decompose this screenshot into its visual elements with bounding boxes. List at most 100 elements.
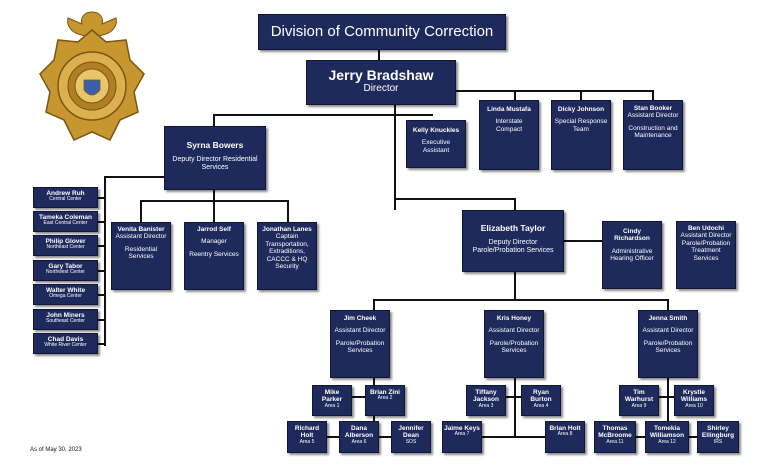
staff-title: Executive Assistant	[421, 139, 451, 154]
area-head-name: Tiffany Jackson	[472, 389, 500, 404]
area-name: Area 7	[454, 431, 470, 438]
center-head-name: Tameka Coleman	[39, 214, 92, 221]
connector-line	[394, 198, 516, 200]
assistant-title: Assistant Director	[334, 327, 386, 335]
division-title: Division of Community Correction	[258, 14, 506, 50]
report-title: Assistant Director	[115, 233, 167, 241]
residential-deputy-box: Syrna Bowers Deputy Director Residential…	[164, 126, 266, 190]
connector-line	[394, 104, 396, 210]
area-head-name: Mike Parker	[321, 389, 343, 404]
connector-line	[98, 197, 106, 199]
staff-name: Stan Booker	[633, 105, 673, 112]
staff-name: Linda Mustafa	[487, 106, 531, 113]
connector-line	[395, 114, 433, 116]
connector-line	[140, 200, 142, 222]
center-name: White River Center	[44, 342, 87, 349]
report-name: Jarrod Self	[197, 226, 231, 233]
area-name: Area 12	[658, 438, 676, 445]
connector-line	[655, 396, 677, 398]
connector-line	[455, 90, 653, 92]
parole-assistant-box: Kris Honey Assistant Director Parole/Pro…	[484, 310, 544, 378]
center-name: Central Center	[49, 196, 82, 203]
area-head-name: Jaime Keys	[444, 425, 480, 432]
parole-assistant-box: Jim Cheek Assistant Director Parole/Prob…	[330, 310, 390, 378]
area-head-name: Krystle Williams	[680, 389, 708, 404]
connector-line	[98, 245, 106, 247]
area-name: Area 5	[299, 438, 315, 445]
area-name: Area 11	[606, 438, 624, 445]
center-head-name: John Miners	[46, 312, 85, 319]
staff-title-2: Construction and Maintenance	[628, 124, 678, 140]
area-head-name: Tomekia Williamson	[649, 425, 685, 440]
area-name: Area 6	[351, 438, 367, 445]
area-head-name: Tim Warhurst	[624, 389, 654, 404]
area-name: Area 9	[631, 402, 647, 409]
connector-line	[514, 198, 516, 210]
director-name: Jerry Bradshaw	[328, 67, 434, 83]
connector-line	[373, 299, 668, 301]
assistant-title-2: Parole/Probation Services	[489, 339, 539, 355]
center-head-name: Gary Tabor	[48, 263, 83, 270]
report-title: Captain Transportation, Extraditions, CA…	[265, 233, 309, 271]
area-head-name: Thomas McBroome	[598, 425, 632, 440]
connector-line	[213, 190, 215, 222]
connector-line	[564, 240, 602, 242]
staff-box-interstate-compact: Linda Mustafa Interstate Compact	[479, 100, 539, 170]
as-of-date: As of May 30, 2023	[30, 447, 82, 453]
assistant-name: Kris Honey	[496, 315, 532, 322]
side-title: Assistant Director	[680, 232, 732, 240]
connector-line	[652, 90, 654, 100]
center-name: Omega Center	[49, 293, 82, 300]
assistant-title: Assistant Director	[642, 327, 694, 335]
parole-assistant-box: Jenna Smith Assistant Director Parole/Pr…	[638, 310, 698, 378]
area-name: Area 3	[478, 402, 494, 409]
staff-title: Special Response Team	[554, 118, 608, 133]
assistant-name: Jenna Smith	[648, 315, 688, 322]
area-head-name: Dana Alberson	[344, 425, 374, 440]
department-badge-logo	[39, 11, 145, 141]
connector-line	[667, 299, 669, 311]
center-head-name: Andrew Ruh	[46, 190, 85, 197]
center-name: Southeast Center	[46, 318, 85, 325]
residential-report-box: Jonathan Lanes Captain Transportation, E…	[257, 222, 317, 290]
connector-line	[580, 90, 582, 100]
assistant-name: Jim Cheek	[343, 315, 377, 322]
connector-line	[98, 294, 106, 296]
area-head-name: Brian Zini	[370, 389, 400, 396]
area-head-name: Shirley Ellingburg	[701, 425, 735, 440]
assistant-title: Assistant Director	[488, 327, 540, 335]
parole-deputy-name: Elizabeth Taylor	[480, 223, 546, 233]
area-head-name: Richard Holt	[294, 425, 320, 440]
parole-deputy-box: Elizabeth Taylor Deputy Director Parole/…	[462, 210, 564, 272]
report-title: Manager	[201, 238, 227, 246]
report-title-2: Reentry Services	[189, 250, 239, 258]
side-title: Administrative Hearing Officer	[610, 247, 654, 263]
report-name: Jonathan Lanes	[262, 226, 312, 233]
residential-report-box: Jarrod Self Manager Reentry Services	[184, 222, 244, 290]
area-name: IRS	[713, 438, 723, 445]
staff-box-special-response: Dicky Johnson Special Response Team	[551, 100, 611, 170]
report-title-2: Residential Services	[124, 245, 158, 261]
connector-line	[470, 436, 556, 438]
connector-line	[378, 50, 380, 60]
parole-side-box: Ben Udochi Assistant Director Parole/Pro…	[676, 221, 736, 289]
staff-title: Assistant Director	[627, 112, 679, 120]
area-name: Area 8	[557, 431, 573, 438]
